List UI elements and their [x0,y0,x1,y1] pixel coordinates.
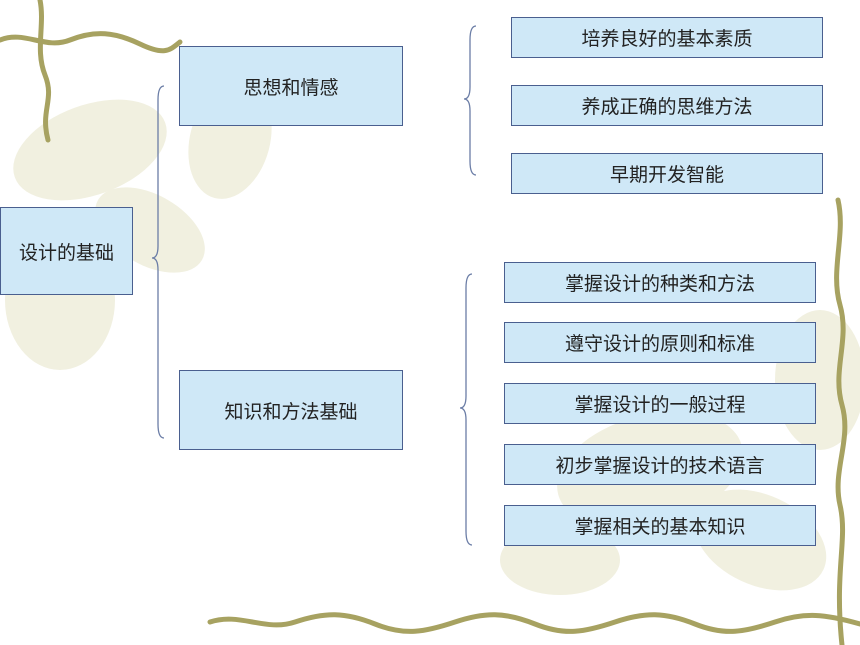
leaf-label: 掌握设计的一般过程 [574,394,746,416]
leaf-node: 早期开发智能 [511,153,823,194]
leaf-label: 养成正确的思维方法 [581,96,753,118]
branch-node-thought-emotion: 思想和情感 [179,46,403,126]
branch-node-knowledge-method: 知识和方法基础 [179,370,403,450]
root-brace [151,85,165,439]
leaf-label: 早期开发智能 [609,164,724,186]
leaf-node: 掌握相关的基本知识 [504,505,816,546]
branch-2-brace [459,273,473,546]
leaf-node: 掌握设计的一般过程 [504,383,816,424]
leaf-label: 掌握相关的基本知识 [574,516,746,538]
leaf-label: 遵守设计的原则和标准 [564,333,755,355]
leaf-node: 掌握设计的种类和方法 [504,262,816,303]
branch-label: 思想和情感 [243,76,339,99]
leaf-node: 初步掌握设计的技术语言 [504,444,816,485]
leaf-node: 养成正确的思维方法 [511,85,823,126]
leaf-label: 初步掌握设计的技术语言 [555,455,765,477]
leaf-node: 培养良好的基本素质 [511,17,823,58]
leaf-label: 培养良好的基本素质 [581,28,753,50]
branch-label: 知识和方法基础 [224,400,358,423]
branch-1-brace [463,25,477,176]
root-label: 设计的基础 [18,241,114,264]
leaf-label: 掌握设计的种类和方法 [564,273,755,295]
root-node: 设计的基础 [0,207,133,295]
leaf-node: 遵守设计的原则和标准 [504,322,816,363]
